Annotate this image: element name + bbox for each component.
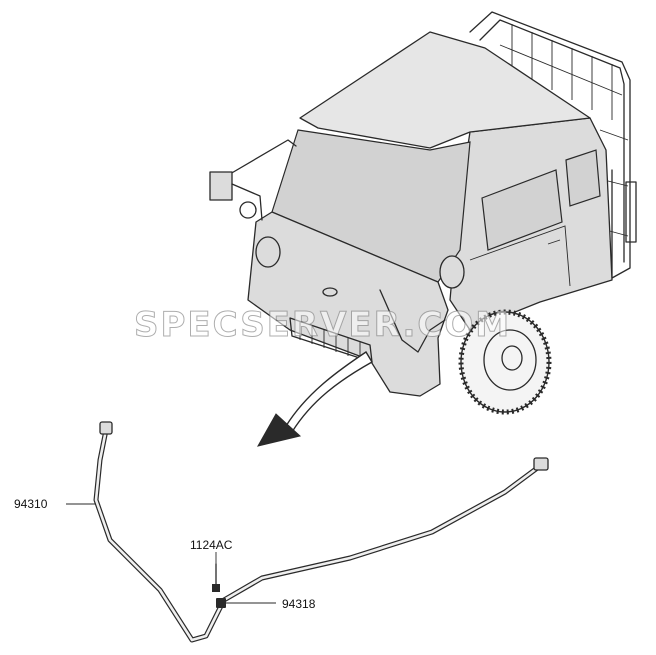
right-headlight: [439, 255, 465, 289]
front-body: [247, 211, 449, 397]
rear-window: [565, 149, 601, 207]
left-headlight: [255, 236, 281, 268]
direction-arrow: [257, 351, 373, 447]
cab-roof: [299, 31, 591, 149]
side-window: [481, 169, 563, 251]
clip-94318: [216, 598, 226, 608]
watermark: SPECSERVER.COM: [133, 305, 512, 346]
part-label-94318: 94318: [282, 597, 316, 611]
connector-top-left: [99, 421, 113, 435]
emblem: [322, 287, 338, 297]
connector-right: [533, 457, 549, 471]
side-mirror: [209, 139, 297, 221]
truck-illustration: [209, 11, 637, 415]
cargo-rack: [469, 11, 637, 279]
cable-assembly: [66, 421, 549, 643]
part-label-1124AC: 1124AC: [190, 538, 233, 552]
part-label-94310: 94310: [14, 497, 48, 511]
front-wheel: [458, 309, 552, 415]
